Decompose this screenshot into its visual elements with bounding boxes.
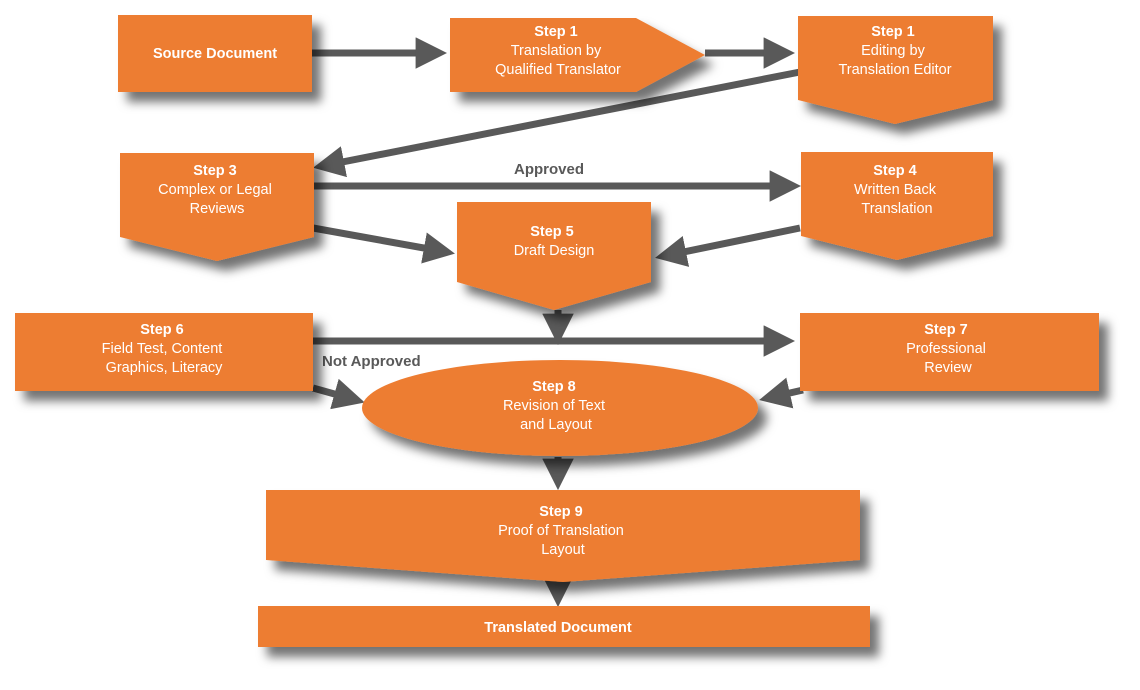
arrow-step4-to-step5	[655, 224, 801, 267]
nodes	[15, 15, 1099, 647]
node-source-document	[118, 15, 312, 92]
label-step8: Step 8 Revision of Text and Layout	[503, 379, 609, 433]
node-step8-revision	[362, 360, 758, 456]
label-step4: Step 4 Written Back Translation	[854, 163, 940, 217]
label-step3: Step 3 Complex or Legal Reviews	[158, 163, 276, 217]
label-source-document: Source Document	[153, 46, 277, 62]
node-step7-professional-review	[800, 313, 1099, 391]
node-step3-reviews	[120, 153, 314, 261]
arrow-step1b-to-step3	[313, 68, 801, 178]
label-step9: Step 9 Proof of Translation Layout	[498, 504, 628, 558]
arrow-step6-to-step8	[312, 378, 365, 410]
label-step7: Step 7 Professional Review	[906, 322, 990, 376]
label-step1-editing: Step 1 Editing by Translation Editor	[838, 24, 951, 78]
node-step6-field-test	[15, 313, 313, 391]
node-step5-draft-design	[457, 202, 651, 310]
node-step1-editing	[798, 16, 993, 124]
node-translated-document	[258, 606, 870, 647]
node-step9-proof	[266, 490, 860, 582]
node-step4-back-translation	[801, 152, 993, 260]
arrow-step7-to-step8	[759, 377, 804, 409]
label-step1-translation: Step 1 Translation by Qualified Translat…	[495, 24, 621, 78]
label-translated-document: Translated Document	[484, 620, 632, 636]
edge-label-not-approved: Not Approved	[322, 353, 421, 370]
label-step5: Step 5 Draft Design	[514, 224, 595, 259]
arrow-step3-to-step5	[312, 224, 455, 264]
label-step6: Step 6 Field Test, Content Graphics, Lit…	[102, 322, 227, 376]
node-labels: Source Document Step 1 Translation by Qu…	[102, 24, 990, 636]
edge-label-approved: Approved	[514, 161, 584, 178]
connectors	[312, 37, 804, 608]
node-step1-translation	[450, 18, 705, 92]
